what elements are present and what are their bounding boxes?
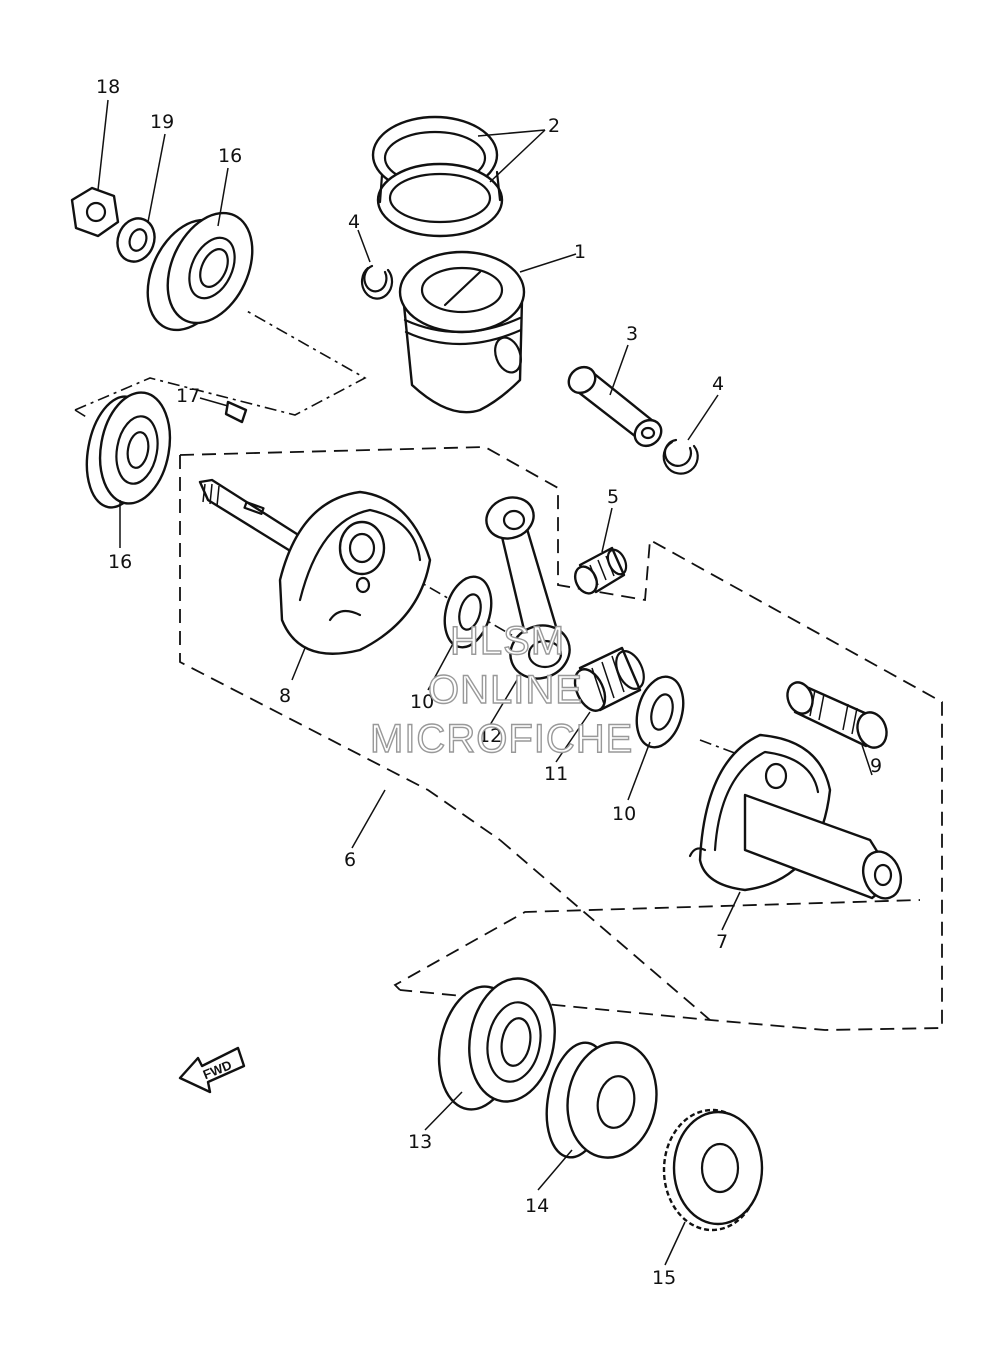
watermark-line-3: MICROFICHE — [370, 717, 633, 761]
small-end-bearing-part — [573, 546, 628, 595]
callout-5: 5 — [607, 486, 619, 508]
callout-19: 18 — [96, 76, 120, 98]
watermark-line-1: HLSM — [450, 619, 565, 663]
piston-rings-part — [371, 115, 504, 238]
callout-10-left: 10 — [410, 691, 434, 713]
callout-12: 12 — [478, 725, 502, 747]
piston-pin-part — [567, 365, 663, 448]
big-end-bearing-part — [573, 646, 645, 712]
connecting-rod-part — [485, 496, 571, 680]
thrust-washer-part-right — [635, 675, 685, 749]
callout-17: 16 — [218, 145, 242, 167]
callout-8: 8 — [279, 685, 291, 707]
callout-7: 7 — [716, 931, 728, 953]
bearing-part-left — [85, 391, 172, 509]
callout-6: 6 — [344, 849, 356, 871]
crank-left-part — [198, 478, 432, 655]
oil-seal-part-bottom — [545, 1041, 658, 1159]
callout-15: 15 — [652, 1267, 676, 1289]
callout-4-top: 4 — [348, 211, 360, 233]
forward-direction-arrow: FWD — [178, 1046, 246, 1094]
circlip-part-right — [662, 438, 699, 475]
crank-pin-part — [786, 681, 888, 749]
callout-20: 19 — [150, 111, 174, 133]
callout-16: 16 — [108, 551, 132, 573]
callout-9: 9 — [870, 755, 882, 777]
thrust-washer-part-left — [443, 575, 493, 649]
callout-3: 3 — [626, 323, 638, 345]
circlip-part-top — [360, 264, 394, 300]
primary-gear-part — [662, 1108, 764, 1232]
callout-4-right: 4 — [712, 373, 724, 395]
washer-part — [116, 217, 156, 263]
callout-14: 14 — [525, 1195, 549, 1217]
callout-11: 11 — [544, 763, 568, 785]
callout-13: 13 — [408, 1131, 432, 1153]
woodruff-key-part — [224, 400, 248, 424]
nut-part — [70, 186, 120, 238]
callout-10-right: 10 — [612, 803, 636, 825]
piston-part — [398, 250, 526, 414]
watermark-line-2: ONLINE — [428, 668, 583, 712]
crank-right-part — [688, 733, 903, 900]
callout-18: 17 — [176, 385, 200, 407]
callout-numbers: 18 19 16 2 4 1 3 4 17 5 16 8 10 12 11 10… — [96, 76, 882, 1289]
callout-1: 1 — [574, 241, 586, 263]
leader-lines — [97, 99, 873, 1266]
watermark: HLSM ONLINE MICROFICHE — [369, 618, 633, 761]
oil-seal-part — [146, 211, 254, 332]
callout-2: 2 — [548, 115, 560, 137]
bearing-part-bottom — [437, 977, 556, 1111]
